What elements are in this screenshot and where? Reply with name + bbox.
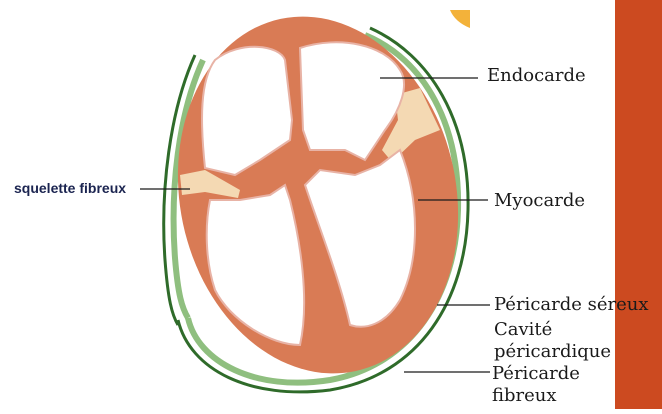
label-pericarde-sereux: Péricarde séreux [494,295,649,315]
label-pericarde-fibreux-line2: fibreux [492,386,557,406]
cavity-left-ventricle [207,185,304,345]
label-cavite-line1: Cavité [494,320,552,340]
label-pericarde-fibreux-line1: Péricarde [492,364,580,384]
label-myocarde: Myocarde [494,191,585,211]
label-cavite-line2: péricardique [494,342,611,362]
accent-bar [615,0,662,409]
label-squelette-fibreux: squelette fibreux [14,180,126,196]
corner-decoration [450,10,470,28]
label-endocarde: Endocarde [487,66,586,86]
